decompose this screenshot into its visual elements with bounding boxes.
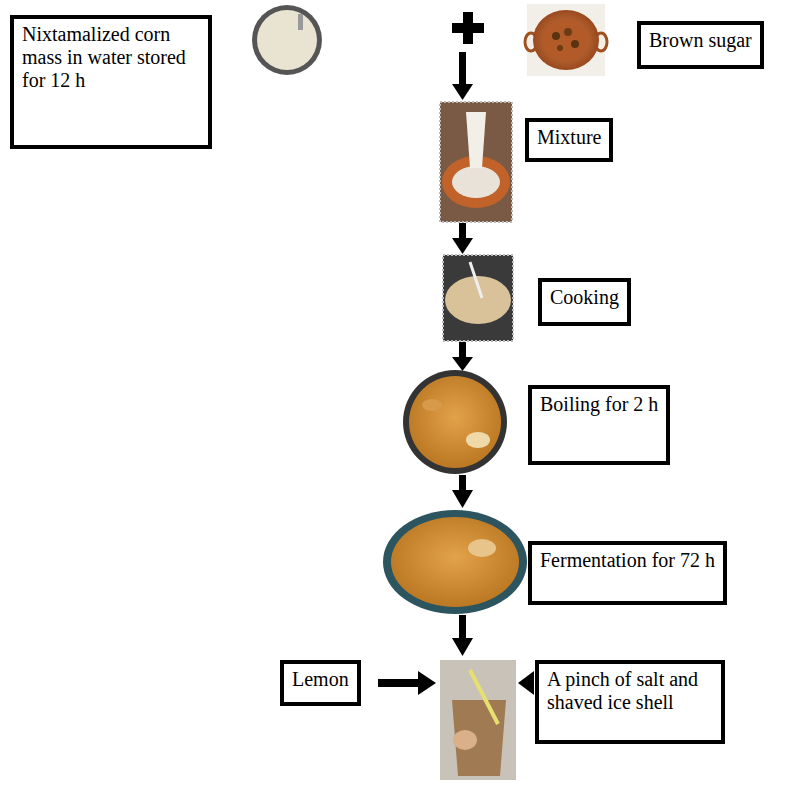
step-box: Mixture <box>525 118 613 162</box>
step-label: Nixtamalized corn mass in water stored f… <box>22 23 200 92</box>
plus-symbol <box>452 12 484 44</box>
step-box: Brown sugar <box>637 21 764 69</box>
step-box: A pinch of salt and shaved ice shell <box>535 660 725 744</box>
corn-pot-image <box>252 5 322 75</box>
step-label: Lemon <box>292 668 349 691</box>
step-label: Brown sugar <box>649 29 752 52</box>
step-label: Mixture <box>537 126 601 149</box>
boiling-pot-image <box>403 370 507 474</box>
fermentation-vessel-image <box>383 510 527 614</box>
step-box: Fermentation for 72 h <box>528 541 727 605</box>
step-label: A pinch of salt and shaved ice shell <box>547 668 713 714</box>
step-box: Lemon <box>280 660 361 706</box>
flow-arrow <box>378 52 534 695</box>
step-box: Boiling for 2 h <box>528 385 670 465</box>
step-label: Cooking <box>550 286 619 309</box>
step-box: Nixtamalized corn mass in water stored f… <box>10 15 212 149</box>
mixture-image <box>440 102 512 222</box>
step-label: Boiling for 2 h <box>540 393 658 416</box>
sugar-pot-image <box>525 4 607 76</box>
step-label: Fermentation for 72 h <box>540 549 715 572</box>
step-box: Cooking <box>538 278 631 326</box>
cooking-image <box>443 255 513 341</box>
drink-cup-image <box>440 660 516 780</box>
